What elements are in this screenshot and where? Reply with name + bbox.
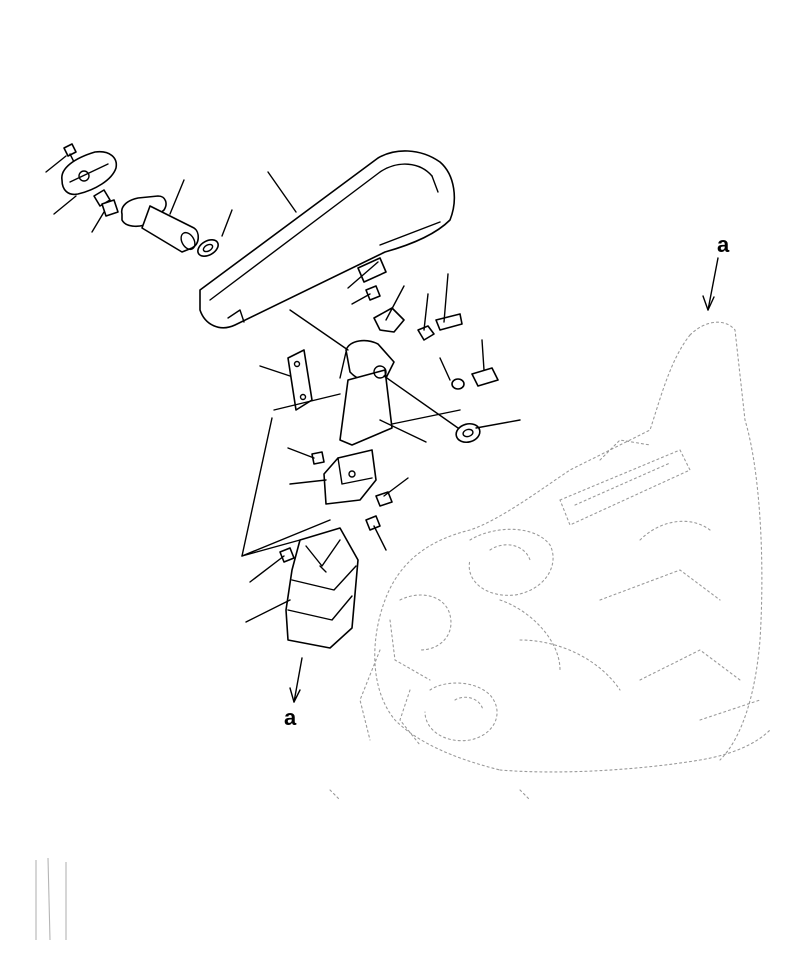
screw-right-lower [365,515,381,531]
ref-label-top: a [717,232,730,257]
washer-large-right [455,422,481,444]
washer-small [451,378,465,390]
gasket-plate [287,349,313,411]
screw-right [375,491,393,507]
ref-arrow-top [702,257,719,311]
pin-with-flange [120,195,200,253]
bolt-long-mid [435,313,463,331]
bolt-right-hinge [471,367,499,387]
leader-lines [45,155,521,623]
clip [373,307,405,333]
nut-mid [417,325,435,341]
machine-body-outline [35,321,771,941]
bolt-left [93,189,119,217]
armrest-bracket [357,257,387,283]
screw-upper-left [311,451,325,465]
ref-label-bottom: a [284,705,297,730]
cam-plate [61,150,118,196]
washer-top [197,239,219,257]
bolt-small-mid [365,285,381,301]
armrest-pad [199,150,456,329]
hinge-bracket [339,339,395,446]
switch-housing-lower [285,527,359,649]
switch-cover-upper [323,449,377,505]
ref-arrow-bottom [289,657,303,703]
screw-lower-left [279,547,295,563]
